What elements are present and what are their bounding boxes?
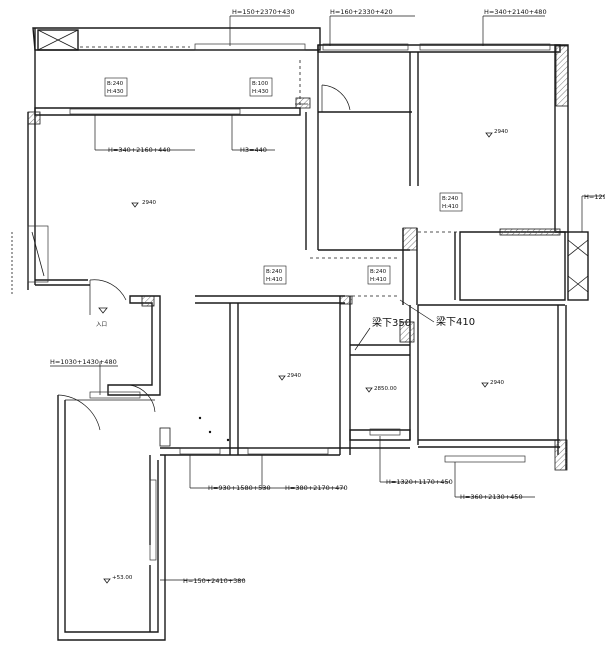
- note-beam-350: 梁下350: [372, 316, 411, 329]
- ceiling-marker-icon: [481, 382, 489, 388]
- kitchen-vent-box: [37, 29, 79, 51]
- dim-bottom-mid-window: H=380+2170+470: [285, 484, 348, 492]
- tag-hall-right-h: H:410: [370, 277, 387, 283]
- dim-right-side: H=1290: [584, 193, 605, 201]
- tag-right-upper-h: H:410: [442, 204, 459, 210]
- tag-bath-top-b: B:100: [252, 81, 269, 87]
- windows: [27, 43, 551, 561]
- ceiling-marker-icon: [131, 202, 139, 208]
- ceiling-marker-icon: [103, 578, 111, 584]
- ceiling-living: 2940: [142, 200, 156, 206]
- dim-living-window: H=340+2160+440: [108, 146, 171, 154]
- tag-hall-right-b: B:240: [370, 269, 387, 275]
- tag-right-upper-b: B:240: [442, 196, 459, 202]
- ceiling-mid-bedroom: 2940: [287, 373, 301, 379]
- tag-kitchen-b: B:240: [107, 81, 124, 87]
- dim-h3: H3=440: [240, 146, 267, 154]
- beam-notes: 梁下350 梁下410: [354, 299, 475, 351]
- entrance: 入口: [96, 307, 108, 328]
- dim-bottom-right-window: H=360+2130+450: [460, 493, 523, 501]
- ceiling-bottom-right: 2940: [490, 380, 504, 386]
- ceiling-balcony: +53.00: [112, 575, 133, 581]
- dim-balcony-window: H=1030+1430+480: [50, 358, 117, 366]
- dim-top-left-window: H=150+2370+430: [232, 8, 295, 16]
- dim-top-right-window: H=340+2140+480: [484, 8, 547, 16]
- tag-bath-top-h: H:430: [252, 89, 269, 95]
- dim-bottom-small-window: H=1320+1170+450: [386, 478, 453, 486]
- dim-bottom-left-window: H=930+1580+530: [208, 484, 271, 492]
- dim-balcony-bottom-window: H=150+2410+380: [183, 577, 246, 585]
- ceiling-marker-icon: [485, 132, 493, 138]
- walls: [11, 27, 589, 641]
- beam-lines: [80, 46, 458, 297]
- ceiling-marker-icon: [365, 387, 373, 393]
- dimension-labels: H=150+2370+430 H=160+2330+420 H=340+2140…: [50, 8, 605, 585]
- tag-hall-left-h: H:410: [266, 277, 283, 283]
- entrance-label: 入口: [96, 321, 107, 328]
- ceiling-bath-small: 2850.00: [374, 386, 397, 392]
- beam-tags: B:240 H:430 B:100 H:430 B:240 H:410 B:24…: [104, 77, 463, 285]
- ceiling-marker-icon: [278, 375, 286, 381]
- tag-kitchen-h: H:430: [107, 89, 124, 95]
- tag-hall-left-b: B:240: [266, 269, 283, 275]
- ceiling-markers: 2940 2940 2940 2940 2850.00 +53.00: [103, 129, 508, 584]
- dim-top-mid-window: H=160+2330+420: [330, 8, 393, 16]
- note-beam-410: 梁下410: [436, 315, 475, 328]
- entrance-arrow-icon: [98, 307, 108, 314]
- doors: [57, 84, 351, 431]
- ceiling-top-right: 2940: [494, 129, 508, 135]
